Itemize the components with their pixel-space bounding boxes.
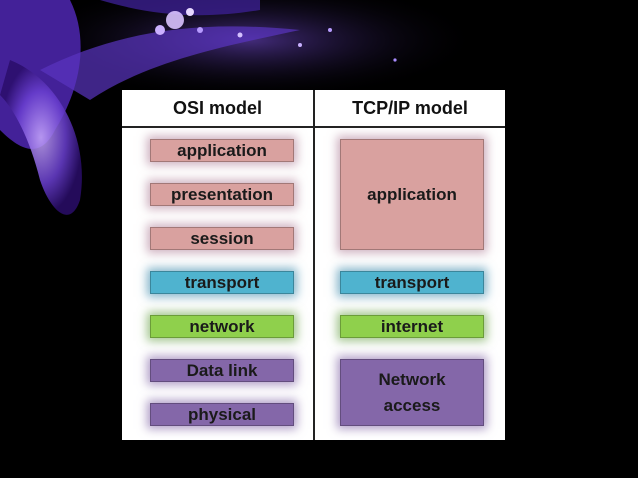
osi-layer-network: network xyxy=(150,315,294,338)
osi-layer-application: application xyxy=(150,139,294,162)
column-divider xyxy=(313,90,315,440)
osi-layer-physical: physical xyxy=(150,403,294,426)
osi-model-header: OSI model xyxy=(172,98,262,118)
tcpip-model-header: TCP/IP model xyxy=(352,98,468,118)
osi-layer-presentation: presentation xyxy=(150,183,294,206)
osi-layer-data-link: Data link xyxy=(150,359,294,382)
tcpip-layer-transport: transport xyxy=(340,271,484,294)
tcpip-layer-application: application xyxy=(340,139,484,250)
osi-layer-transport: transport xyxy=(150,271,294,294)
osi-tcpip-comparison-diagram: OSI model TCP/IP model application prese… xyxy=(122,90,505,440)
osi-layer-session: session xyxy=(150,227,294,250)
tcpip-layer-internet: internet xyxy=(340,315,484,338)
tcpip-layer-network-access: Network access xyxy=(340,359,484,426)
